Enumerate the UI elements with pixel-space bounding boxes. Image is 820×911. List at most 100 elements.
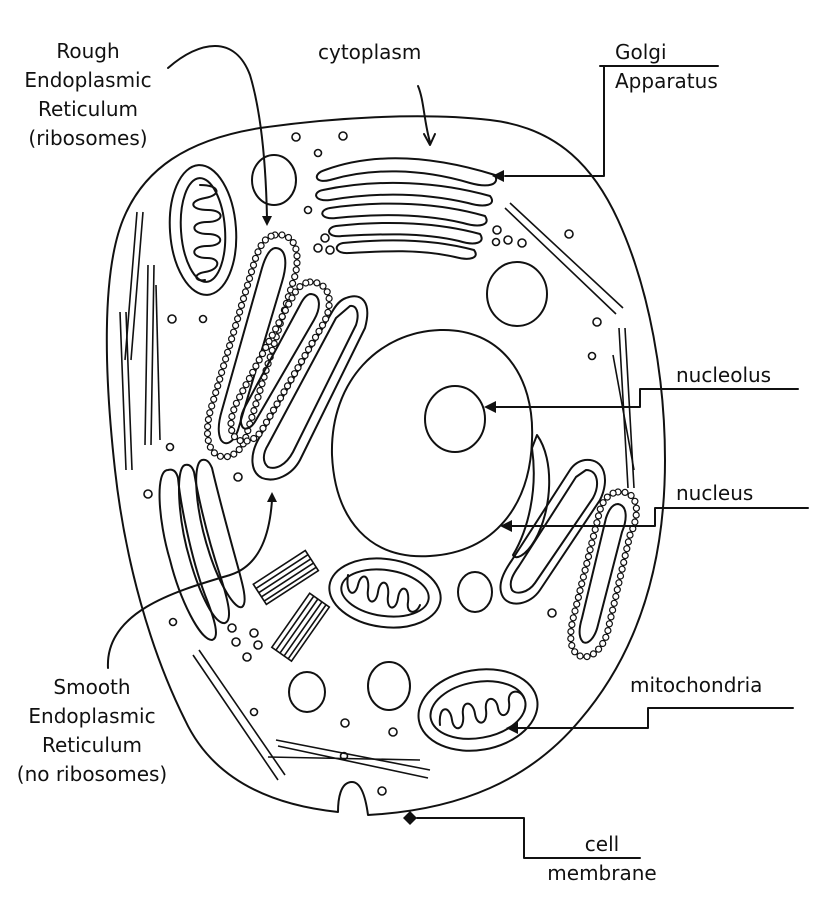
ribosome-dot <box>236 308 244 316</box>
ribosome-dot <box>261 236 269 244</box>
golgi-label-line-2: Apparatus <box>615 69 718 93</box>
ribosome-dot <box>216 452 224 460</box>
nucleolus-pointer <box>495 388 799 408</box>
ribosome-dot <box>272 325 280 333</box>
ribosome-dot <box>291 288 299 296</box>
ribosome-dot <box>608 606 617 614</box>
ribosome-dot <box>254 248 262 256</box>
ribosome-dot <box>589 650 598 658</box>
ribosome-dot <box>289 239 297 247</box>
ribosome-dot <box>632 504 641 512</box>
ribosome-dot <box>250 407 258 415</box>
ribosome-dot <box>571 648 579 656</box>
ribosome-dot <box>267 232 275 240</box>
ribosome-dot <box>239 295 248 303</box>
ribosome-dot <box>612 592 620 601</box>
nucleus <box>330 328 534 558</box>
ribosome-dot <box>319 282 327 290</box>
mitochondrion-center <box>328 557 442 629</box>
cell-membrane-label-line-2: membrane <box>547 861 657 885</box>
ribosome-dot <box>254 393 262 401</box>
ribosome-dot <box>214 382 222 390</box>
ribosome-dot <box>584 552 593 561</box>
ribosome-dot <box>602 633 610 641</box>
ribosome-dot <box>249 261 258 269</box>
ribosome-dot <box>604 626 612 635</box>
ribosome-dot <box>607 613 615 621</box>
smooth-er-center <box>251 295 369 481</box>
ribosome-dot <box>573 600 581 608</box>
ribosome-dot <box>222 355 230 363</box>
ribosome-dot <box>578 580 586 588</box>
smooth-er-label-line-3: Reticulum <box>41 733 143 757</box>
ribosome-dot <box>586 546 594 554</box>
ribosome-dot <box>252 400 260 408</box>
rough-er-label-line-4: (ribosomes) <box>28 126 148 150</box>
smooth-er-right <box>499 458 606 605</box>
ribosome-dot <box>262 343 270 352</box>
ribosome-dot <box>285 300 293 308</box>
vesicles <box>143 131 602 796</box>
ribosome-dot <box>276 394 285 402</box>
ribosome-dot <box>248 413 256 421</box>
smooth-er-label: Smooth Endoplasmic Reticulum (no ribosom… <box>4 673 180 789</box>
ribosome-dot <box>323 288 331 296</box>
ribosome-dot <box>311 333 320 341</box>
ribosome-dot <box>228 412 236 421</box>
ribosome-dot <box>605 620 614 628</box>
ribosome-dot <box>216 375 224 383</box>
rough-er-label-line-3: Reticulum <box>37 97 139 121</box>
mitochondria-label: mitochondria <box>630 673 763 697</box>
ribosome-dot <box>325 301 333 310</box>
ribosome-dot <box>210 395 218 403</box>
ribosome-dot <box>289 279 297 287</box>
ribosome-dot <box>220 362 228 370</box>
ribosome-dot <box>257 242 265 250</box>
ribosome-dot <box>594 512 603 520</box>
ribosome-dot <box>288 294 296 302</box>
ribosome-dot <box>204 416 212 424</box>
ribosome-dot <box>262 418 271 426</box>
ribosome-dot <box>603 493 611 501</box>
ribosome-dot <box>308 339 316 347</box>
ribosome-dot <box>609 489 617 497</box>
ribosome-dot <box>287 376 295 384</box>
ribosome-dot <box>249 368 257 376</box>
vacuoles <box>251 154 548 713</box>
ribosome-dot <box>322 315 330 323</box>
rough-er-label: Rough Endoplasmic Reticulum (ribosomes) <box>18 37 158 153</box>
ribosome-dot <box>568 620 576 629</box>
ribosome-dot <box>302 279 310 287</box>
ribosome-dot <box>275 319 283 327</box>
ribosome-dot <box>627 491 635 500</box>
ribosome-dot <box>266 412 274 420</box>
mitochondrion-bottom <box>417 668 539 752</box>
ribosome-dot <box>234 315 242 323</box>
ribosome-dot <box>232 399 240 407</box>
ribosome-dot <box>242 381 250 389</box>
ribosome-dot <box>265 337 273 345</box>
ribosome-dot <box>569 614 577 622</box>
ribosome-dot <box>610 599 618 607</box>
ribosome-dot <box>243 281 252 289</box>
ribosome-dot <box>594 645 603 653</box>
ribosome-dot <box>583 559 591 568</box>
ribosome-dot <box>204 423 212 431</box>
microtubules <box>119 202 635 781</box>
ribosome-dot <box>230 328 238 336</box>
ribosome-dot <box>576 586 584 595</box>
ribosome-dot <box>579 573 588 581</box>
nucleolus <box>424 385 486 453</box>
smooth-er-near-nucleus <box>512 434 551 559</box>
ribosome-dot <box>313 279 321 287</box>
ribosome-dot <box>204 436 212 445</box>
ribosome-dot <box>206 409 214 417</box>
rough-er-label-line-2: Endoplasmic <box>24 68 152 92</box>
ribosome-dot <box>581 566 589 574</box>
ribosome-dot <box>223 453 231 461</box>
cell-membrane-pointer <box>416 817 641 859</box>
ribosome-dot <box>283 382 292 390</box>
cell-membrane-label-line-1: cell <box>584 832 620 856</box>
ribosome-dot <box>251 254 260 262</box>
nucleus-label: nucleus <box>676 481 754 505</box>
